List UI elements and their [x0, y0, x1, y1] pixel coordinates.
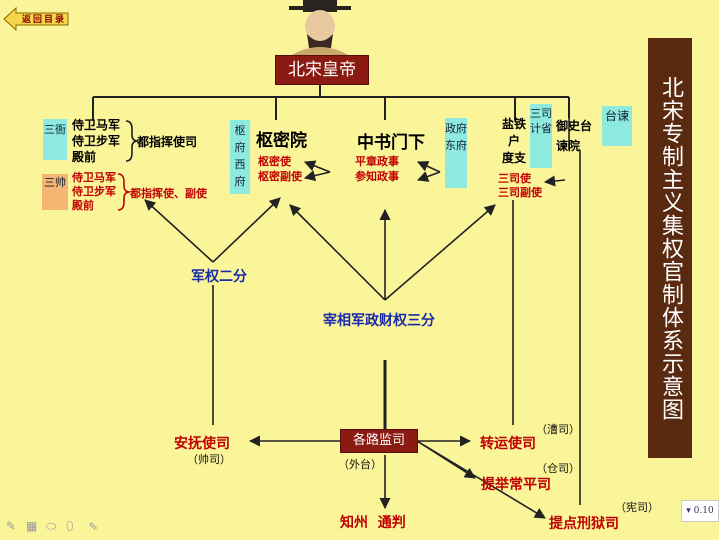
commander-cavalry: 侍卫马军: [72, 171, 116, 184]
privy-commissioner: 枢密使: [258, 155, 291, 168]
commander-palace: 殿前: [72, 199, 94, 212]
commander-office: 都指挥使司: [137, 135, 198, 149]
san-ya-tag: 三衙: [43, 119, 67, 160]
grid-icon[interactable]: ▦: [26, 519, 38, 533]
shu-fu-tag: 枢府 西府: [230, 120, 250, 194]
budget: 度支: [502, 151, 527, 165]
tai-jian-tag: 台谏: [602, 106, 632, 146]
remonstrance-bureau: 谏院: [556, 139, 581, 153]
prefects-label: 知州 通判: [340, 515, 406, 531]
emperor-box: 北宋皇帝: [275, 55, 369, 85]
palace-guard: 殿前: [72, 150, 97, 164]
finance-vice-commissioner: 三司副使: [498, 186, 542, 199]
back-arrow-icon: [3, 6, 69, 32]
caosi-note: （漕司）: [536, 423, 580, 436]
salt-iron: 盐铁: [502, 117, 527, 131]
privy-vice-commissioner: 枢密副使: [258, 170, 302, 183]
transport-office: 转运使司: [480, 436, 536, 452]
emperor-portrait: [285, 0, 355, 56]
waitai-note: （外台）: [338, 458, 382, 471]
secretariat-title: 中书门下: [357, 133, 425, 153]
pointer-icon[interactable]: ⇖: [88, 519, 99, 533]
granary-office: 提举常平司: [481, 477, 551, 493]
commander-deputy: 都指挥使、副使: [130, 187, 207, 200]
finance-commissioner: 三司使: [498, 172, 531, 185]
three-split-label: 宰相军政财权三分: [323, 313, 435, 329]
circuit-office-box: 各路监司: [340, 429, 418, 453]
censorate: 御史台: [556, 119, 593, 133]
zheng-fu-tag: 政府 东府: [445, 118, 467, 188]
chief-councillor: 平章政事: [355, 155, 399, 168]
census: 户: [507, 134, 520, 148]
privy-council-title: 枢密院: [256, 131, 307, 151]
guard-cavalry: 侍卫马军: [72, 118, 121, 132]
cangsi-note: （仓司）: [536, 462, 580, 475]
back-to-contents-button[interactable]: 返回目录: [2, 6, 70, 32]
vice-councillor: 参知政事: [355, 170, 399, 183]
pen-icon[interactable]: ✎: [6, 519, 17, 533]
military-split-label: 军权二分: [191, 269, 247, 285]
san-shuai-tag: 三帅: [42, 174, 68, 210]
san-si-tag: 三司 计省: [530, 104, 552, 168]
pacification-office: 安抚使司: [174, 436, 230, 452]
shuaisi-note: （帅司）: [187, 453, 231, 466]
diagram-title: 北宋专制主义集权官制体系示意图: [648, 38, 692, 458]
eraser-icon[interactable]: ⬭: [46, 519, 57, 533]
back-button-label: 返回目录: [22, 15, 67, 25]
judicial-office: 提点刑狱司: [549, 516, 619, 532]
highlighter-icon[interactable]: ⬯: [66, 519, 74, 533]
corner-popup[interactable]: ▾ 0.10: [681, 500, 719, 522]
xiansi-note: （宪司）: [615, 501, 659, 514]
commander-infantry: 侍卫步军: [72, 185, 116, 198]
guard-infantry: 侍卫步军: [72, 134, 121, 148]
